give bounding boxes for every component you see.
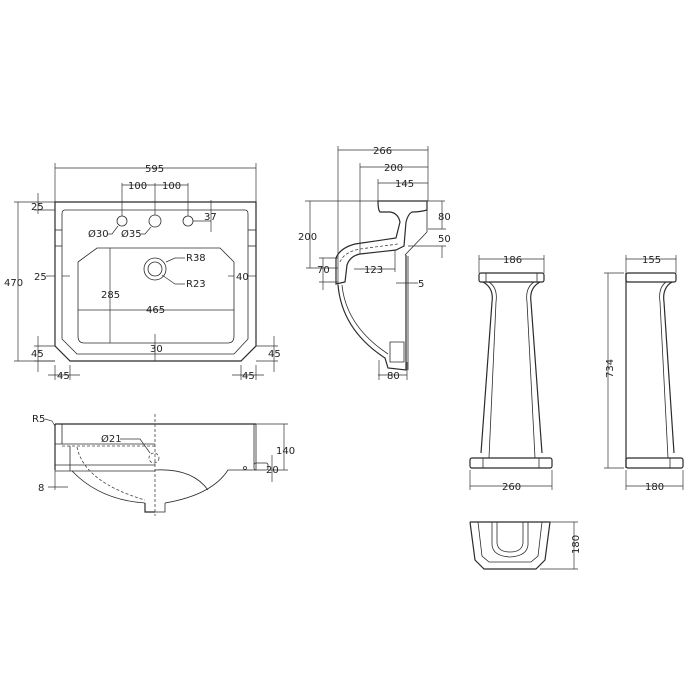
tap-hole-left — [116, 215, 128, 227]
svg-text:70: 70 — [317, 265, 330, 276]
svg-text:470: 470 — [4, 278, 23, 289]
svg-text:40: 40 — [236, 272, 249, 283]
svg-text:50: 50 — [438, 234, 451, 245]
waste-outer — [143, 257, 167, 281]
pedestal-front: 186 260 — [469, 255, 553, 493]
tap-hole-right — [182, 215, 194, 227]
svg-text:145: 145 — [395, 179, 414, 190]
svg-text:R5: R5 — [32, 414, 45, 425]
svg-text:5: 5 — [418, 279, 424, 290]
svg-text:123: 123 — [364, 265, 383, 276]
svg-text:266: 266 — [373, 146, 392, 157]
svg-text:200: 200 — [298, 232, 317, 243]
basin-outline — [54, 201, 257, 362]
top-view: 595 100 100 470 25 37 Ø30 Ø35 R38 R23 25 — [4, 163, 281, 382]
svg-text:R38: R38 — [186, 253, 206, 264]
svg-text:140: 140 — [276, 446, 295, 457]
svg-text:37: 37 — [204, 212, 217, 223]
svg-text:45: 45 — [31, 349, 44, 360]
svg-text:Ø21: Ø21 — [101, 433, 122, 445]
side-section-view: 266 200 145 80 50 200 70 123 5 80 — [298, 146, 451, 382]
pedestal-side: 155 734 180 — [604, 255, 684, 493]
svg-text:45: 45 — [268, 349, 281, 360]
svg-text:45: 45 — [242, 371, 255, 382]
svg-text:20: 20 — [266, 465, 279, 476]
svg-text:80: 80 — [438, 212, 451, 223]
svg-text:100: 100 — [128, 181, 147, 192]
svg-text:R23: R23 — [186, 279, 206, 290]
svg-text:186: 186 — [503, 255, 522, 266]
svg-text:260: 260 — [502, 482, 521, 493]
svg-text:30: 30 — [150, 344, 163, 355]
svg-text:465: 465 — [146, 305, 165, 316]
svg-text:100: 100 — [162, 181, 181, 192]
svg-text:Ø35: Ø35 — [121, 228, 142, 240]
svg-text:8: 8 — [38, 483, 44, 494]
svg-text:45: 45 — [57, 371, 70, 382]
svg-text:200: 200 — [384, 163, 403, 174]
svg-text:80: 80 — [387, 371, 400, 382]
svg-text:180: 180 — [571, 535, 582, 554]
dim-width: 595 — [145, 164, 164, 175]
svg-text:180: 180 — [645, 482, 664, 493]
tap-hole-center — [148, 214, 162, 228]
svg-text:25: 25 — [31, 202, 44, 213]
svg-text:25: 25 — [34, 272, 47, 283]
pedestal-plan: 180 — [469, 521, 582, 570]
svg-text:734: 734 — [605, 359, 616, 378]
waste-inner — [147, 261, 163, 277]
front-elevation: R5 Ø21 140 20 8 — [32, 414, 295, 516]
svg-text:155: 155 — [642, 255, 661, 266]
bowl-outline — [77, 247, 235, 344]
svg-text:Ø30: Ø30 — [88, 228, 109, 240]
svg-text:285: 285 — [101, 290, 120, 301]
